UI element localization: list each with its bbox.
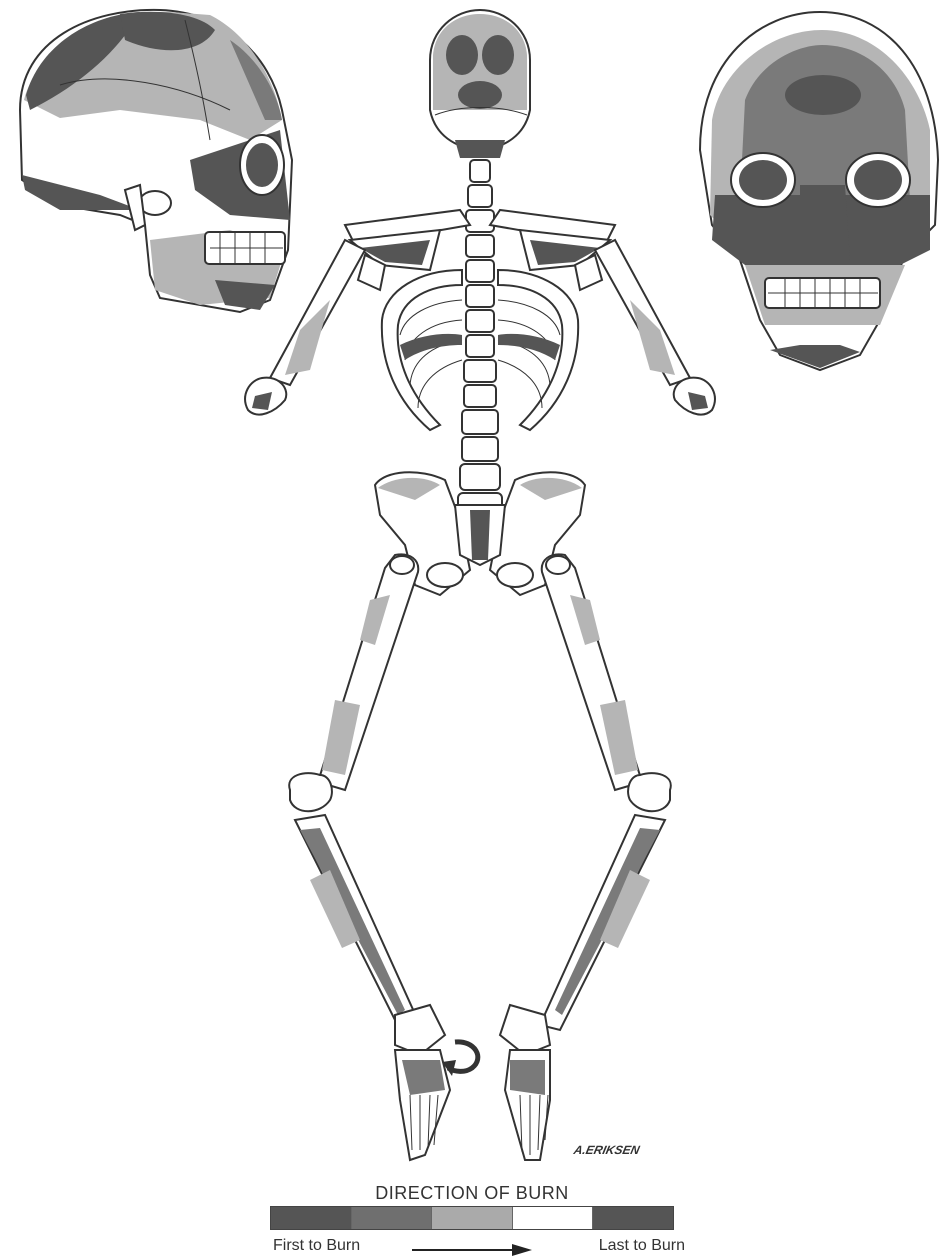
burn-scale-bar (270, 1206, 674, 1230)
scale-swatch-1 (271, 1207, 352, 1229)
scale-swatch-2 (352, 1207, 433, 1229)
first-to-burn-label: First to Burn (273, 1237, 360, 1255)
right-arm (575, 240, 715, 415)
scale-swatch-4 (513, 1207, 594, 1229)
last-to-burn-label: Last to Burn (599, 1237, 685, 1255)
artist-signature: A.ERIKSEN (573, 1143, 641, 1157)
frontal-skull (700, 12, 938, 370)
right-leg (500, 554, 671, 1160)
scale-swatch-3 (432, 1207, 513, 1229)
spine (458, 160, 502, 519)
scale-swatch-5 (593, 1207, 673, 1229)
lateral-skull (20, 10, 292, 312)
posterior-skull (430, 10, 530, 158)
legend-title: DIRECTION OF BURN (270, 1183, 674, 1204)
direction-arrow-icon (412, 1243, 532, 1257)
left-leg (289, 554, 450, 1160)
rotation-arrow-icon (442, 1042, 478, 1076)
